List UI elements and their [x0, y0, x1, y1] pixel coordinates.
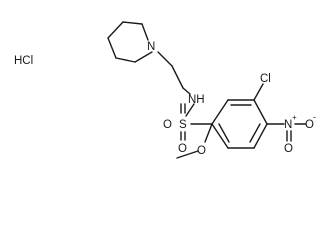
nh-sulfur-bond [185, 103, 195, 117]
sulfonyl-oxygen-lower-label: O [178, 143, 187, 155]
benzene-ring [211, 99, 268, 149]
piperidine-ring [107, 21, 153, 63]
amide-nh-label: NH [188, 94, 205, 106]
chlorine-label: Cl [260, 73, 271, 85]
ethyl-linker [157, 51, 191, 95]
piperidine-nitrogen-label: N [147, 41, 155, 53]
nitro-nitrogen-label: N [284, 119, 292, 131]
salt-label: HCl [14, 55, 33, 67]
sulfur-label: S [179, 119, 187, 131]
molecule-diagram: HCl N NH S O O O Cl N + O - O [14, 21, 316, 159]
nitro-bonds [266, 123, 307, 142]
nitro-oxygen-lower-label: O [284, 143, 293, 155]
nitro-oxygen-right-label: O [305, 119, 314, 131]
nitro-plus-charge: + [292, 113, 297, 122]
nitro-oxygen-minus-charge: - [313, 112, 316, 122]
sulfonyl-double-bonds [180, 103, 186, 141]
chloro-bond [253, 83, 264, 101]
methoxy-bonds [176, 123, 213, 159]
sulfonyl-oxygen-upper-label: O [163, 119, 172, 131]
methoxy-oxygen-label: O [197, 145, 206, 157]
